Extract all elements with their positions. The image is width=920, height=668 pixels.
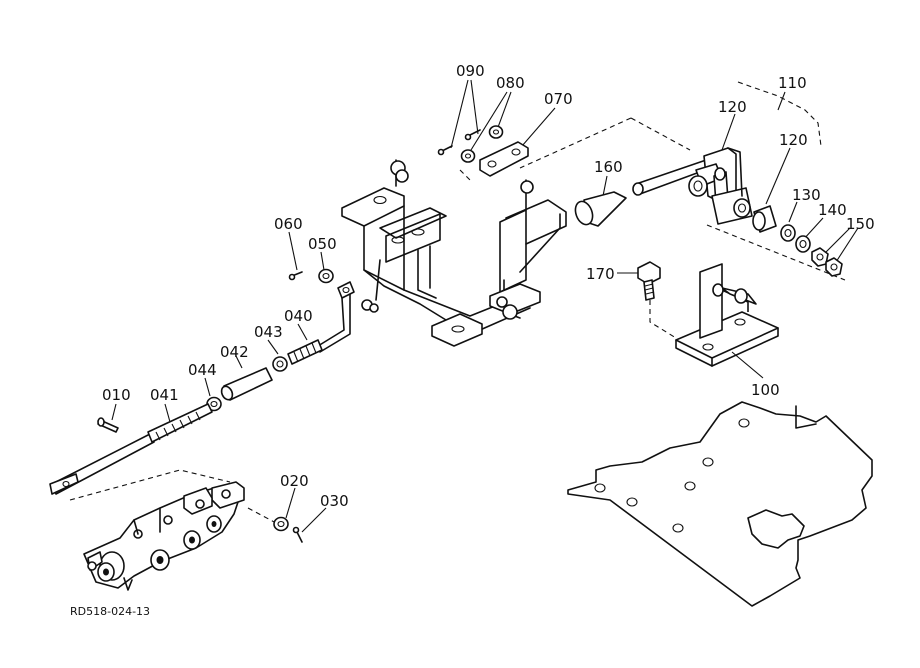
link-plate-070 (479, 141, 529, 177)
callout-090: 090 (456, 62, 485, 80)
callout-170: 170 (586, 265, 615, 283)
callout-150: 150 (846, 215, 875, 233)
callout-130: 130 (792, 186, 821, 204)
callout-050: 050 (308, 235, 337, 253)
callout-140: 140 (818, 201, 847, 219)
rod-041 (49, 403, 213, 495)
reference-dashes (69, 81, 846, 525)
sleeve-042 (220, 367, 273, 401)
callout-043: 043 (254, 323, 283, 341)
bushing-120 (752, 205, 777, 233)
callout-100: 100 (751, 381, 780, 399)
leader-lines (111, 79, 859, 533)
washer-130 (780, 224, 796, 242)
floor-plate (567, 401, 873, 607)
knob-160 (574, 191, 627, 227)
washer-020 (273, 516, 289, 532)
drawing-code: RD518-024-13 (70, 605, 150, 618)
callout-labels: 090 080 070 110 120 120 160 130 140 150 … (70, 62, 875, 618)
callout-040: 040 (284, 307, 313, 325)
pin-010 (97, 417, 119, 433)
callout-120-upper: 120 (718, 98, 747, 116)
callout-010: 010 (102, 386, 131, 404)
callout-070: 070 (544, 90, 573, 108)
lever-assembly-110 (632, 147, 753, 225)
split-pin-060 (288, 271, 303, 281)
rod-040 (287, 281, 355, 365)
callout-080: 080 (496, 74, 525, 92)
split-pin-030 (292, 526, 303, 543)
bracket-100 (675, 263, 779, 367)
callout-160: 160 (594, 158, 623, 176)
callout-042: 042 (220, 343, 249, 361)
washers-080 (460, 125, 504, 163)
split-pins-090 (437, 129, 481, 156)
washer-050 (318, 268, 334, 284)
washer-140 (795, 235, 811, 253)
nuts-150 (811, 247, 843, 277)
callout-060: 060 (274, 215, 303, 233)
main-bracket-frame (341, 159, 567, 347)
nut-043 (272, 356, 288, 372)
callout-044: 044 (188, 361, 217, 379)
callout-110: 110 (778, 74, 807, 92)
callout-020: 020 (280, 472, 309, 490)
callout-030: 030 (320, 492, 349, 510)
callout-041: 041 (150, 386, 179, 404)
callout-120-right: 120 (779, 131, 808, 149)
bolt-170 (637, 261, 661, 301)
control-valve (83, 481, 245, 591)
